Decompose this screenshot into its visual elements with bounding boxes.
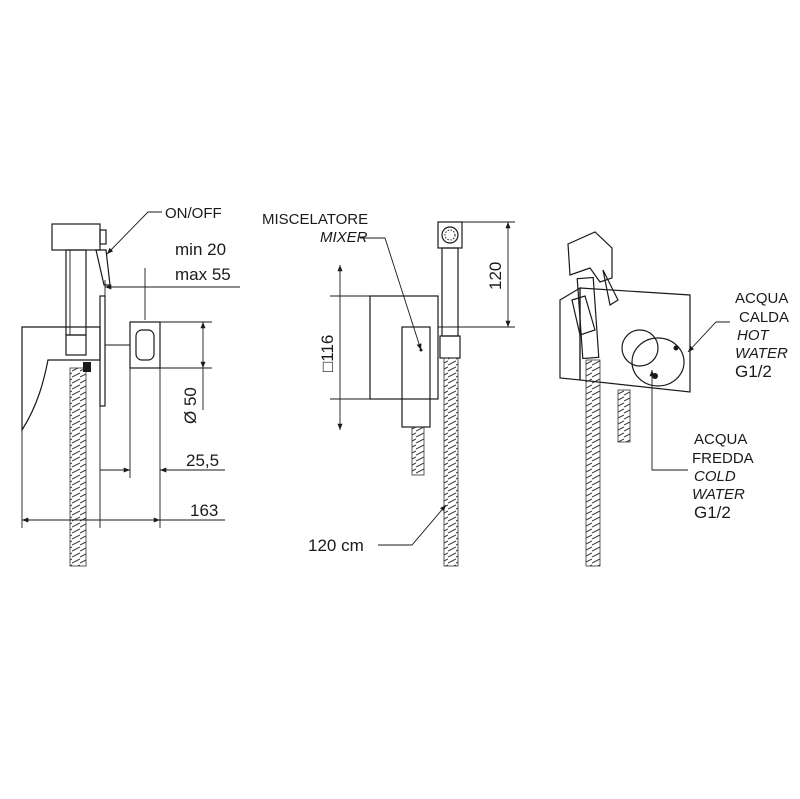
label-cold-2: FREDDA [692,450,754,467]
side-view: ON/OFF min 20 max 55 Ø 50 25,5 163 [21,205,240,567]
label-on-off: ON/OFF [165,205,222,222]
label-dim120: 120 [486,262,505,290]
label-hot-1: ACQUA [735,290,788,307]
iso-view: ACQUA CALDA HOT WATER G1/2 ACQUA FREDDA … [559,231,789,567]
mixer-body-side [129,321,161,369]
label-hot-3: HOT [737,327,771,344]
label-cold-5: G1/2 [694,503,731,522]
hose-front [443,357,459,567]
label-dim163: 163 [190,501,218,520]
hose-side [69,367,87,567]
label-sq116: □116 [318,335,337,372]
sprayer-head [51,223,101,251]
mixer-body-front [401,326,431,428]
label-hot-2: CALDA [739,309,789,326]
wall-plate [99,295,106,407]
label-max: max 55 [175,265,231,284]
sprayer-handle [65,249,87,336]
iso-handle [631,337,685,387]
label-cold-3: COLD [694,468,736,485]
label-cold-4: WATER [692,486,745,503]
label-cold-1: ACQUA [694,431,747,448]
mixer-lever [21,326,101,433]
label-mixer-en: MIXER [320,229,368,246]
front-plate [369,295,439,400]
label-min: min 20 [175,240,226,259]
front-view: MISCELATORE MIXER □116 120 120 cm [262,211,515,567]
trigger-lever [95,249,111,286]
iso-hose [585,359,601,567]
label-dia50: Ø 50 [181,387,200,424]
label-hot-4: WATER [735,345,788,362]
label-mixer-it: MISCELATORE [262,211,368,228]
label-dim25: 25,5 [186,451,219,470]
label-hot-5: G1/2 [735,362,772,381]
label-hose-length: 120 cm [308,536,364,555]
iso-sprayer-head [567,231,613,283]
